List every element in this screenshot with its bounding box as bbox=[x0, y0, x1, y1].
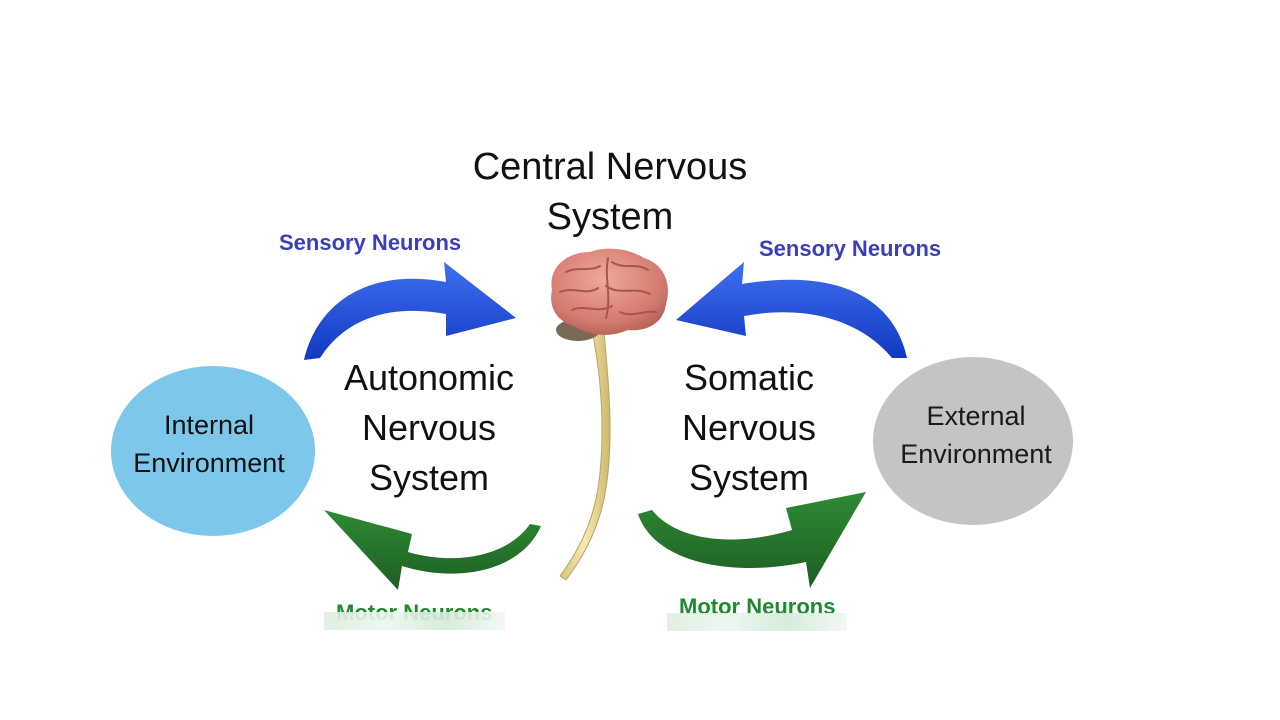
motor-neurons-label-right: Motor Neurons bbox=[679, 594, 836, 616]
somatic-line-1: Somatic bbox=[683, 357, 815, 398]
title-line-1: Central Nervous bbox=[472, 146, 748, 188]
autonomic-line-2: Nervous bbox=[361, 407, 497, 448]
autonomic-line-1: Autonomic bbox=[343, 357, 515, 398]
autonomic-line-3: System bbox=[368, 457, 490, 498]
spinal-cord bbox=[559, 329, 611, 581]
somatic-nervous-system-label: Somatic Nervous System bbox=[629, 353, 869, 503]
brain-icon bbox=[551, 248, 668, 341]
internal-env-line-1: Internal bbox=[163, 410, 255, 440]
internal-env-line-2: Environment bbox=[133, 448, 285, 478]
external-environment-ellipse bbox=[873, 357, 1073, 525]
external-env-line-1: External bbox=[926, 401, 1026, 431]
sensory-neurons-label-right: Sensory Neurons bbox=[759, 236, 942, 261]
obscuring-band-right bbox=[667, 613, 847, 631]
central-nervous-system-title: Central Nervous System bbox=[430, 142, 790, 242]
external-env-line-2: Environment bbox=[900, 439, 1052, 469]
external-environment-label: External Environment bbox=[876, 397, 1076, 473]
internal-environment-ellipse bbox=[111, 366, 315, 536]
somatic-line-2: Nervous bbox=[681, 407, 817, 448]
title-line-2: System bbox=[546, 196, 674, 238]
motor-arrow-left bbox=[324, 510, 541, 590]
obscuring-band-left bbox=[324, 612, 505, 630]
motor-arrow-right bbox=[638, 492, 866, 588]
somatic-line-3: System bbox=[688, 457, 810, 498]
internal-environment-label: Internal Environment bbox=[109, 406, 309, 482]
sensory-neurons-label-left: Sensory Neurons bbox=[279, 230, 462, 255]
autonomic-nervous-system-label: Autonomic Nervous System bbox=[309, 353, 549, 503]
sensory-arrow-right bbox=[676, 262, 907, 358]
sensory-arrow-left bbox=[304, 262, 516, 360]
